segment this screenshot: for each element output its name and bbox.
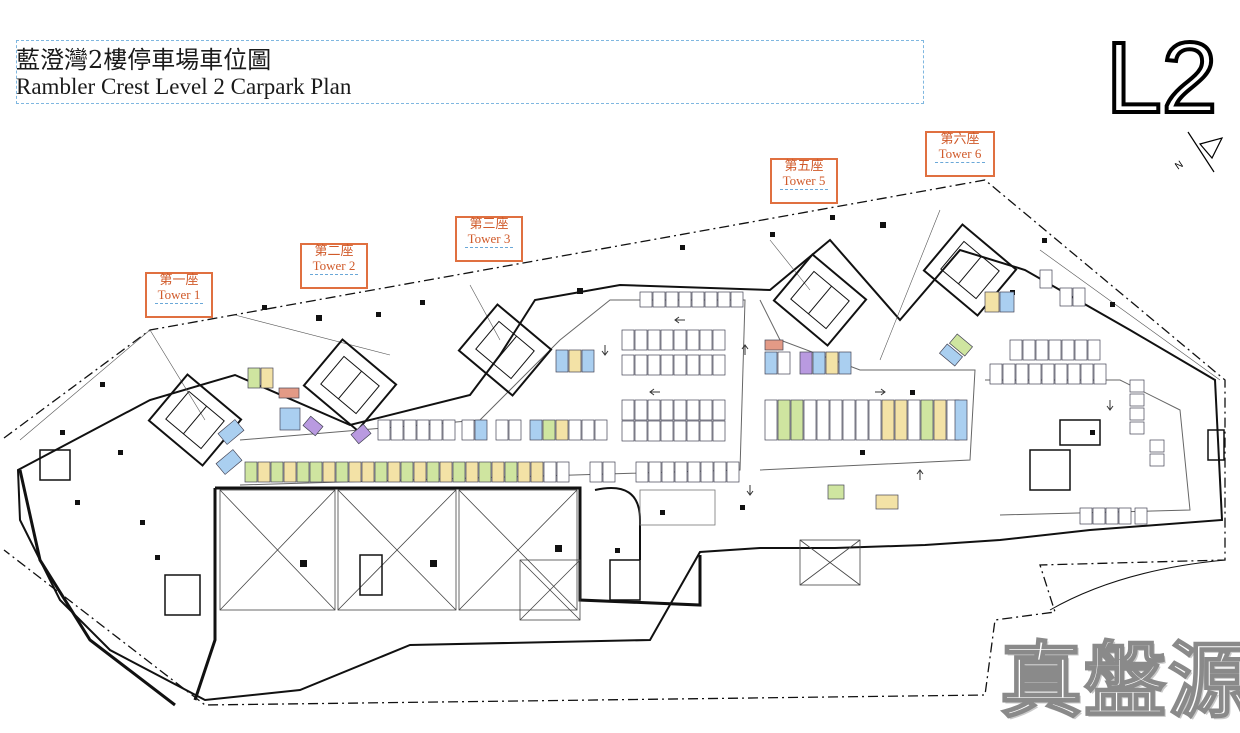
tower-3-en: Tower 3	[465, 232, 513, 248]
tower-5-en: Tower 5	[780, 174, 828, 190]
wall-sw	[18, 469, 176, 707]
parking-row-east	[764, 269, 1165, 525]
level-label: L2	[1104, 20, 1219, 130]
tower-label-5: 第五座 Tower 5	[770, 158, 838, 204]
tower-5-zh: 第五座	[784, 159, 824, 174]
parking-row-north	[555, 291, 744, 376]
title-english: Rambler Crest Level 2 Carpark Plan	[16, 74, 352, 99]
site-boundary	[3, 179, 1226, 706]
ramp-zone	[639, 489, 716, 526]
sightlines	[19, 209, 1221, 441]
title-chinese: 藍澄灣2樓停車場車位圖	[16, 46, 272, 74]
parking-row-south	[244, 461, 740, 483]
tower-label-2: 第二座 Tower 2	[300, 243, 368, 289]
tower-6-en: Tower 6	[935, 147, 985, 163]
title-frame	[16, 40, 924, 104]
tower-core-icon	[147, 223, 1018, 467]
north-arrow-icon: N	[1173, 131, 1224, 172]
parking-row-middle	[377, 399, 726, 442]
tower-2-zh: 第二座	[314, 244, 354, 259]
direction-arrows	[601, 316, 1114, 496]
driveway-north	[239, 299, 746, 486]
columns	[60, 215, 1115, 567]
parking-row-tower-edge	[215, 291, 1015, 510]
tower-6-zh: 第六座	[940, 132, 980, 147]
wall-lower	[215, 486, 702, 607]
tower-label-6: 第六座 Tower 6	[925, 131, 995, 177]
tower-label-1: 第一座 Tower 1	[145, 272, 213, 318]
tower-label-3: 第三座 Tower 3	[455, 216, 523, 262]
level-text: L2	[1106, 22, 1217, 130]
driveway-east	[759, 299, 976, 471]
service-cores	[39, 419, 1225, 616]
lower-void-zones	[219, 489, 861, 621]
watermark: 真盤源	[999, 633, 1240, 730]
tower-2-en: Tower 2	[310, 259, 358, 275]
tower-3-zh: 第三座	[469, 217, 509, 232]
wall-lower-left	[193, 488, 217, 701]
east-curve	[1049, 559, 1226, 611]
tower-1-en: Tower 1	[155, 288, 203, 304]
tower-1-zh: 第一座	[159, 273, 199, 288]
